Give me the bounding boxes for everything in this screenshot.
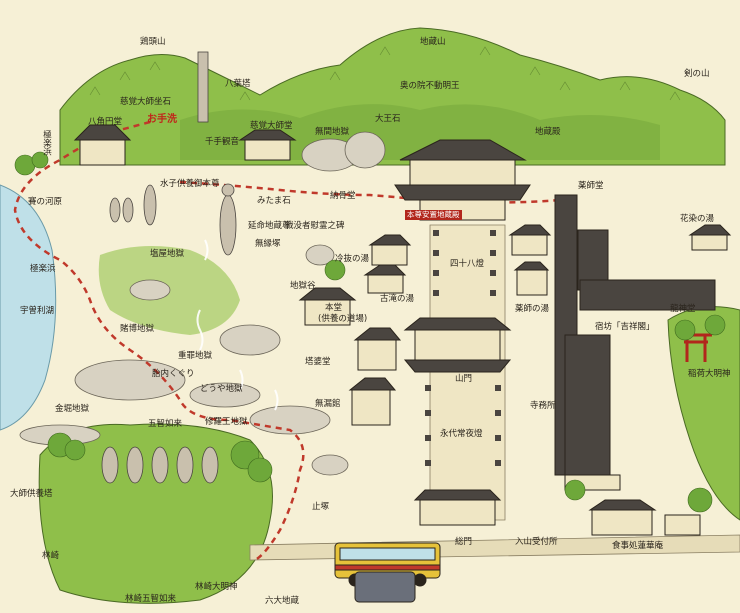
label-honzon: 本尊安置地蔵殿 [405, 210, 462, 220]
label-shukubo: 宿坊「吉祥閣」 [595, 322, 655, 332]
somon-building [413, 489, 502, 526]
label-mitarashi: みたま石 [257, 196, 291, 206]
label-otesui: お手洗 [147, 114, 177, 125]
label-shokudo: 食事処蓮華庵 [612, 541, 664, 551]
label-tsurugiyama-top: 鶏頭山 [140, 37, 166, 47]
label-kyoujiro: どうや地獄 [200, 384, 243, 394]
label-muro: 無漏館 [315, 399, 341, 409]
label-yakushinoyu: 薬師の湯 [515, 304, 550, 314]
label-hayashizaki: 林崎 [42, 551, 60, 561]
label-gochi: 五智如来 [148, 419, 183, 429]
label-kanahori: 金堀地獄 [55, 404, 90, 414]
label-yakushidou: 薬師堂 [578, 181, 604, 191]
label-furutaki: 古滝の湯 [380, 294, 415, 304]
label-hachikakudo: 八角円堂 [88, 117, 123, 127]
label-inari: 稲荷大明神 [688, 369, 731, 379]
label-muken: 無間地獄 [315, 127, 350, 137]
bus-icon [334, 542, 441, 603]
label-reishi: 冷抜の湯 [335, 254, 370, 264]
label-rokujizo: 六大地蔵 [265, 596, 300, 606]
lanterns [425, 230, 501, 466]
sanmon-building [403, 317, 512, 373]
steam [196, 239, 279, 411]
trees [14, 151, 726, 513]
label-hondo: 本堂 [325, 303, 343, 313]
label-shotzuka: 止塚 [312, 502, 330, 512]
label-hachiyoto: 八葉塔 [225, 79, 251, 89]
jizo-statues [101, 183, 237, 484]
label-hayashizaki5: 林崎五智如来 [125, 594, 177, 604]
jimusho-building [554, 194, 716, 491]
label-tainaikuguri: 胎内くぐり [152, 369, 195, 379]
lake-usori [0, 184, 57, 431]
label-jigokudani: 地獄谷 [290, 281, 316, 291]
label-senbotsu: 戦没者慰霊之碑 [285, 221, 345, 231]
label-muenzuka: 無縁塚 [255, 239, 281, 249]
label-sanmon: 山門 [455, 374, 473, 384]
label-somon: 総門 [455, 537, 473, 547]
label-enmeijizo: 延命地蔵尊 [248, 221, 291, 231]
label-tsurugi: 剣の山 [684, 69, 710, 79]
label-jizozan: 地蔵山 [420, 37, 446, 47]
label-shurajigoku: 修羅王地獄 [205, 417, 248, 427]
label-shinyu: 四十八燈 [450, 259, 485, 269]
label-mizukokuyo: 水子供養御本尊 [160, 179, 220, 189]
small-halls [73, 124, 732, 536]
label-gokurakuhama: 極楽浜 [41, 130, 52, 156]
rocks [19, 131, 386, 476]
label-tatekyu: 塔婆堂 [305, 357, 331, 367]
label-eitai: 永代常夜燈 [440, 429, 483, 439]
label-okunoin: 奥の院不動明王 [400, 81, 460, 91]
label-hakuchi: 賭博地獄 [120, 324, 155, 334]
label-nyuzan: 入山受付所 [515, 537, 558, 547]
label-kosatsu: 塩屋地獄 [150, 249, 185, 259]
label-juzaijigoku: 重罪地獄 [178, 351, 213, 361]
label-ryujindo: 龍神堂 [670, 304, 696, 314]
label-jikakudaishido: 慈覚大師堂 [250, 121, 293, 131]
label-daishikuyo: 大師供養塔 [10, 489, 53, 499]
label-jikakudaishi-ishi: 慈覚大師坐石 [120, 97, 172, 107]
hachiyo-tower [197, 51, 209, 123]
label-usorikoko: 宇曽利湖 [20, 306, 55, 316]
label-jizoden: 地蔵殿 [535, 127, 561, 137]
label-hondo-sub: (供養の道場) [318, 314, 368, 324]
label-nokotsudo: 納骨堂 [330, 191, 356, 201]
label-hananome: 花染の湯 [680, 214, 715, 224]
label-rinsaki-myojin: 林崎大明神 [195, 582, 238, 592]
label-senju: 千手観音 [205, 137, 240, 147]
label-gokurakuhama-2: 極楽浜 [30, 264, 56, 274]
label-sainokawara: 賽の河原 [28, 197, 63, 207]
label-daiouishi: 大王石 [375, 114, 401, 124]
label-jimusho: 寺務所 [530, 401, 556, 411]
